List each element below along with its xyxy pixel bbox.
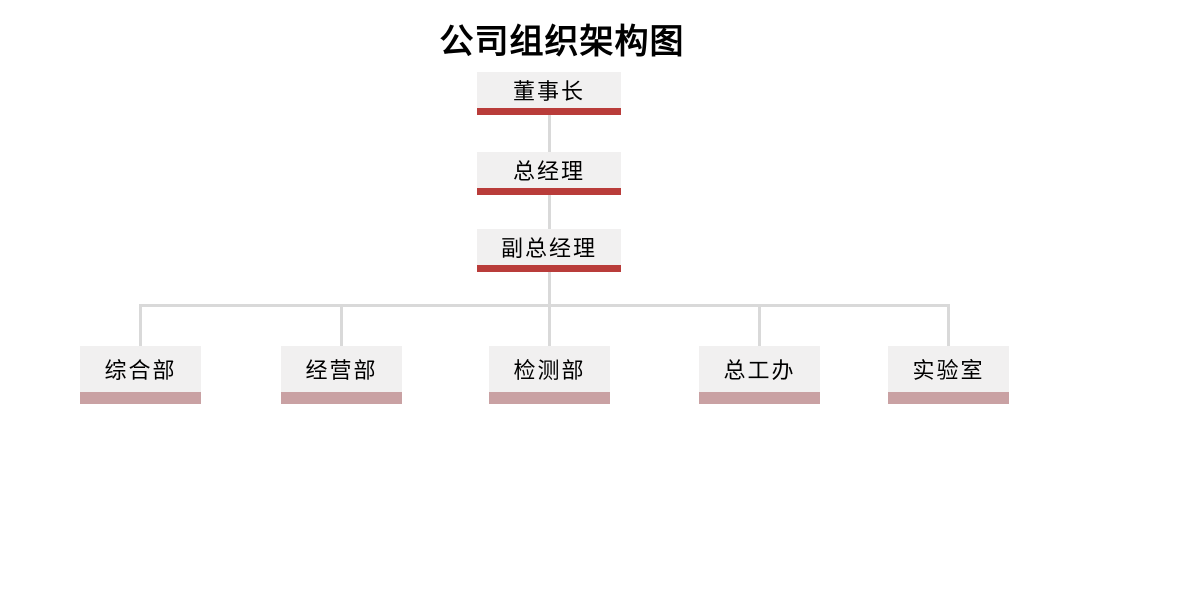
dept-node-2: 经营部 (281, 346, 402, 404)
dept-node-3-accent-bar (489, 392, 610, 404)
node-chairman-accent-bar (477, 108, 621, 115)
connector-branch-horizontal (139, 304, 950, 307)
dept-node-1-accent-bar (80, 392, 201, 404)
dept-node-4-accent-bar (699, 392, 820, 404)
connector-dgm-branch (548, 271, 551, 307)
dept-node-3: 检测部 (489, 346, 610, 404)
connector-drop-dept-3 (548, 305, 551, 346)
node-deputy-general-manager-label: 副总经理 (477, 229, 621, 265)
dept-node-3-label: 检测部 (489, 346, 610, 392)
connector-drop-dept-1 (139, 305, 142, 346)
dept-node-5-label: 实验室 (888, 346, 1009, 392)
connector-gm-dgm (548, 195, 551, 230)
dept-node-2-accent-bar (281, 392, 402, 404)
dept-node-4: 总工办 (699, 346, 820, 404)
connector-chairman-gm (548, 114, 551, 153)
connector-drop-dept-4 (758, 305, 761, 346)
node-general-manager-label: 总经理 (477, 152, 621, 188)
chart-title: 公司组织架构图 (439, 23, 685, 61)
dept-node-5-accent-bar (888, 392, 1009, 404)
dept-node-2-label: 经营部 (281, 346, 402, 392)
dept-node-4-label: 总工办 (699, 346, 820, 392)
connector-drop-dept-2 (340, 305, 343, 346)
dept-node-1-label: 综合部 (80, 346, 201, 392)
node-deputy-general-manager: 副总经理 (477, 229, 621, 272)
dept-node-5: 实验室 (888, 346, 1009, 404)
dept-node-1: 综合部 (80, 346, 201, 404)
connector-drop-dept-5 (947, 305, 950, 346)
node-general-manager-accent-bar (477, 188, 621, 195)
node-deputy-general-manager-accent-bar (477, 265, 621, 272)
node-general-manager: 总经理 (477, 152, 621, 195)
node-chairman: 董事长 (477, 72, 621, 115)
node-chairman-label: 董事长 (477, 72, 621, 108)
